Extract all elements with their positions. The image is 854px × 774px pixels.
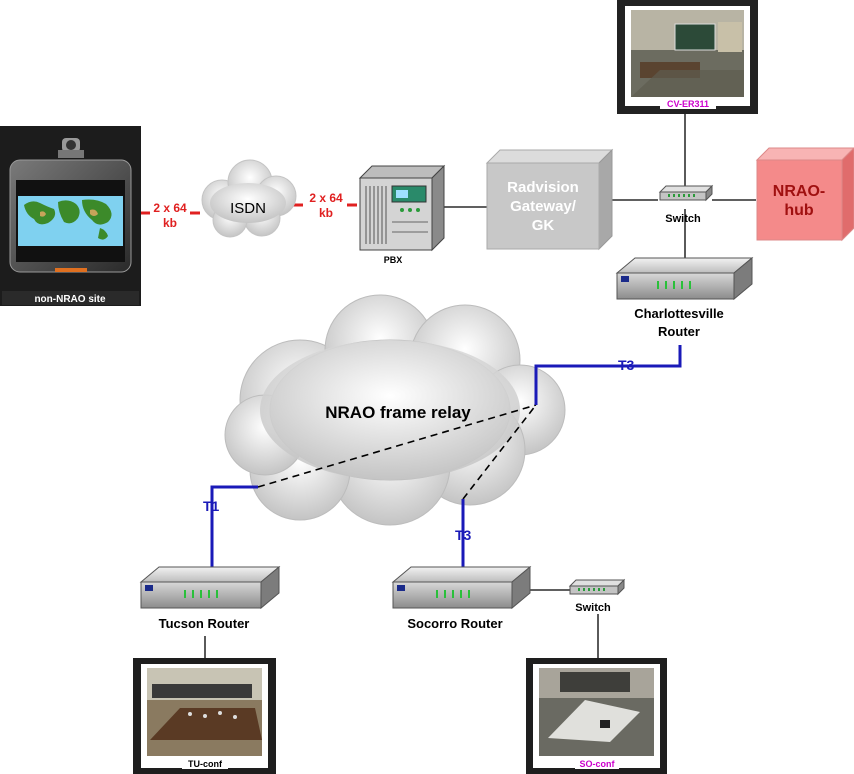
isdn-link-left-label: 2 x 64 kb xyxy=(153,201,187,230)
tu-conf-room: TU-conf xyxy=(133,658,276,774)
so-conf-label: SO-conf xyxy=(580,759,616,769)
so-conf-room: SO-conf xyxy=(526,658,667,774)
charlottesville-router-line-2: Router xyxy=(658,324,700,339)
link-left-unit: kb xyxy=(163,216,177,230)
tucson-router: Tucson Router xyxy=(139,565,281,631)
non-nrao-site-label: non-NRAO site xyxy=(34,294,106,305)
gateway-line-2: Gateway/ xyxy=(510,198,577,215)
t1-link-tucson xyxy=(210,485,258,568)
switch-top: Switch xyxy=(658,184,714,225)
isdn-label: ISDN xyxy=(230,200,266,217)
cv-er311-room: CV-ER311 xyxy=(617,0,758,114)
nrao-hub-line-2: hub xyxy=(784,202,814,219)
link-right-unit: kb xyxy=(319,206,333,220)
frame-relay-label: NRAO frame relay xyxy=(325,403,471,422)
gateway-line-1: Radvision xyxy=(507,179,579,196)
isdn-links xyxy=(140,203,357,215)
nrao-hub-line-1: NRAO- xyxy=(773,183,825,200)
virtual-circuits xyxy=(257,404,537,500)
wan-links xyxy=(210,345,682,568)
radvision-gateway: Radvision Gateway/ GK xyxy=(485,148,614,251)
socorro-router: Socorro Router xyxy=(391,565,532,631)
pbx: PBX xyxy=(358,164,446,265)
switch-top-label: Switch xyxy=(665,213,701,225)
link-left-rate: 2 x 64 xyxy=(153,201,187,215)
lan-links xyxy=(204,114,756,660)
t3-bottom-label: T3 xyxy=(455,527,472,543)
t3-link-charlottesville xyxy=(534,345,682,405)
isdn-cloud: ISDN xyxy=(201,159,297,238)
t3-top-label: T3 xyxy=(618,357,635,373)
charlottesville-router-line-1: Charlottesville xyxy=(634,306,724,321)
isdn-link-right-label: 2 x 64 kb xyxy=(309,191,343,220)
tu-conf-label: TU-conf xyxy=(188,759,223,769)
pbx-label: PBX xyxy=(384,255,403,265)
gateway-line-3: GK xyxy=(532,217,555,234)
t1-label: T1 xyxy=(203,498,220,514)
socorro-router-label: Socorro Router xyxy=(407,616,502,631)
switch-bottom-label: Switch xyxy=(575,602,611,614)
switch-bottom: Switch xyxy=(568,578,626,614)
cv-er311-label: CV-ER311 xyxy=(667,99,709,109)
charlottesville-router: Charlottesville Router xyxy=(615,256,754,339)
link-right-rate: 2 x 64 xyxy=(309,191,343,205)
tucson-router-label: Tucson Router xyxy=(159,616,250,631)
non-nrao-site: non-NRAO site xyxy=(0,126,141,306)
frame-relay-cloud: NRAO frame relay xyxy=(224,294,566,526)
nrao-hub: NRAO- hub xyxy=(755,147,854,242)
